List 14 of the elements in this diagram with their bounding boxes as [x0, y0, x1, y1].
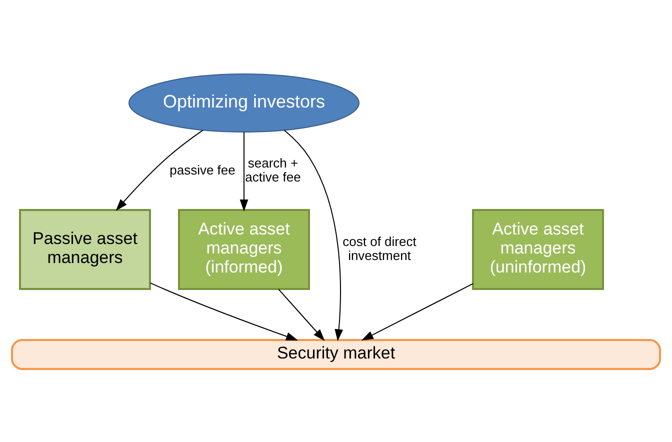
node-box: Active asset managers (uninformed) [472, 208, 604, 290]
edge-label: passive fee [170, 162, 236, 177]
edge-label: cost of direct investment [342, 233, 416, 262]
node-ellipse: Optimizing investors [128, 73, 360, 132]
node-box: Passive asset managers [19, 208, 151, 290]
arrow [278, 288, 325, 340]
arrow [240, 131, 248, 211]
arrow [361, 282, 474, 340]
node-box: Security market [11, 338, 661, 370]
arrow [284, 129, 344, 341]
node-box: Active asset managers (informed) [178, 208, 310, 290]
arrow [116, 129, 204, 210]
edge-label: search + active fee [245, 154, 301, 184]
arrow [150, 282, 298, 340]
